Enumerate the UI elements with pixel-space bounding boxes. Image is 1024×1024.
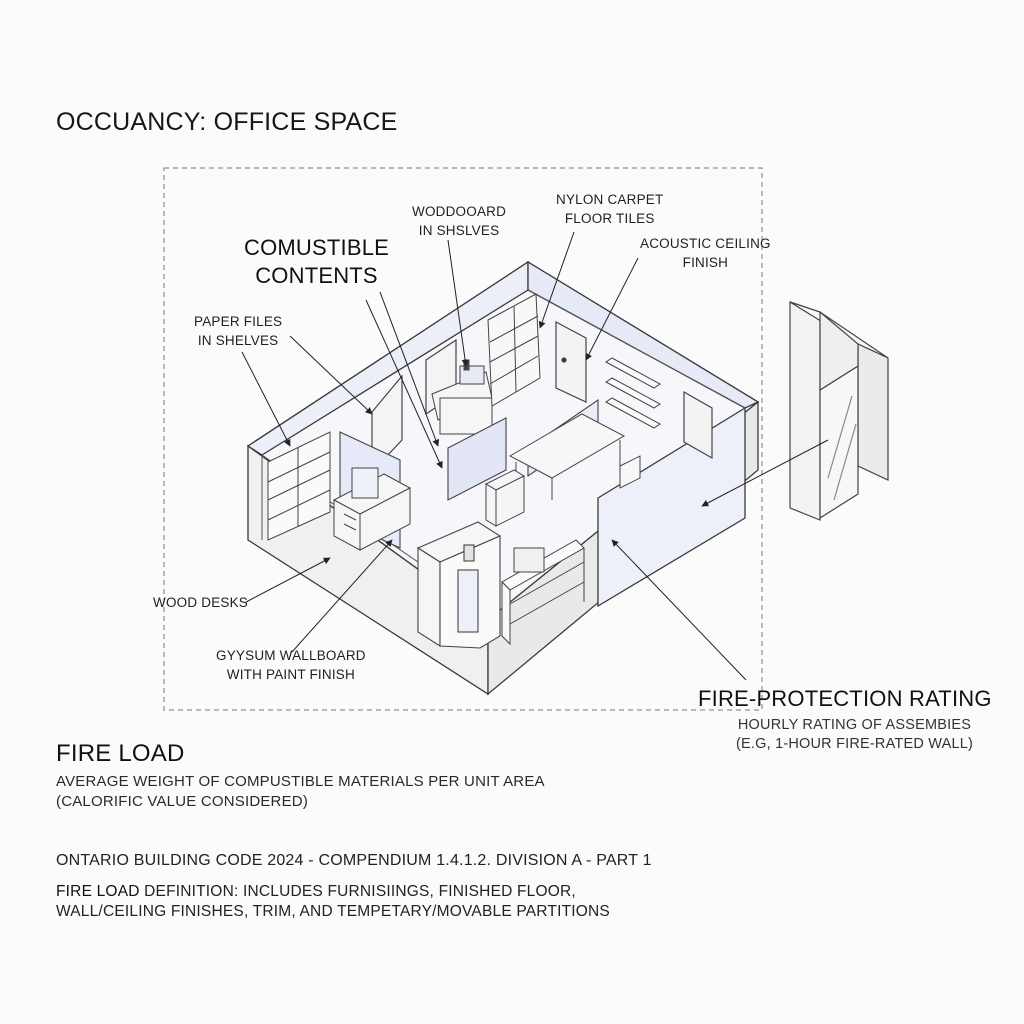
fire-load-description: AVERAGE WEIGHT OF COMPUSTIBLE MATERIALS … [56, 772, 545, 812]
back-desk [431, 359, 493, 435]
file-cabinet [484, 469, 526, 527]
fire-protection-sub-line2: (E.G, 1-HOUR FIRE-RATED WALL) [736, 736, 974, 752]
label-acoustic-ceiling: ACOUSTIC CEILING FINISH [640, 234, 771, 272]
shelving-left [267, 431, 331, 541]
definition-term: FIRE LOAD [56, 883, 140, 900]
label-gypsum-line2: WITH PAINT FINISH [226, 667, 355, 682]
diagram-boundary [163, 167, 763, 711]
definition-line1: FIRE LOAD DEFINITION: INCLUDES FURNISIIN… [56, 882, 610, 902]
door-back-right [555, 321, 713, 460]
label-woodboard-line1: WODDOOARD [412, 204, 507, 219]
label-nylon-carpet: NYLON CARPET FLOOR TILES [556, 190, 663, 228]
label-nylon-line2: FLOOR TILES [564, 211, 655, 226]
label-woodboard-line2: IN SHSLVES [418, 223, 500, 238]
fire-load-desc-line1: AVERAGE WEIGHT OF COMPUSTIBLE MATERIALS … [56, 773, 545, 790]
label-woodboard: WODDOOARD IN SHSLVES [412, 202, 506, 240]
occupancy-title: OCCUANCY: OFFICE SPACE [56, 108, 398, 136]
front-storage-unit [416, 521, 502, 649]
fire-load-desc-line2: (CALORIFIC VALUE CONSIDERED) [56, 793, 309, 810]
fire-protection-title: FIRE-PROTECTION RATING [698, 686, 992, 711]
label-paper-line2: IN SHELVES [197, 333, 279, 348]
fire-load-title: FIRE LOAD [56, 740, 185, 767]
label-combustible-line1: COMUSTIBLE [244, 235, 390, 260]
label-gypsum-wallboard: GYYSUM WALLBOARD WITH PAINT FINISH [216, 646, 366, 684]
fire-protection-subtitle: HOURLY RATING OF ASSEMBIES (E.G, 1-HOUR … [736, 716, 973, 754]
code-reference: ONTARIO BUILDING CODE 2024 - COMPENDIUM … [56, 852, 652, 869]
label-combustible-line2: CONTENTS [255, 263, 378, 288]
desk-workstation [332, 467, 412, 551]
wall-shelves [605, 357, 661, 429]
back-bookshelf [487, 293, 541, 407]
definition-line1-rest: DEFINITION: INCLUDES FURNISIINGS, FINISH… [139, 883, 576, 900]
label-acoustic-line1: ACOUSTIC CEILING [640, 236, 771, 251]
leader-lines [241, 231, 829, 681]
label-combustible-contents: COMUSTIBLE CONTENTS [244, 234, 389, 290]
label-paper-files: PAPER FILES IN SHELVES [194, 312, 282, 350]
label-gypsum-line1: GYYSUM WALLBOARD [216, 648, 366, 663]
fire-protection-sub-line1: HOURLY RATING OF ASSEMBIES [737, 717, 972, 733]
front-shelving [501, 539, 585, 646]
label-acoustic-line2: FINISH [682, 255, 729, 270]
fire-rated-wall-assembly [789, 301, 889, 521]
fire-load-definition: FIRE LOAD DEFINITION: INCLUDES FURNISIIN… [56, 882, 610, 922]
label-wood-desks: WOOD DESKS [153, 595, 249, 610]
label-paper-line1: PAPER FILES [194, 314, 283, 329]
label-nylon-line1: NYLON CARPET [556, 192, 664, 207]
definition-line2: WALL/CEILING FINISHES, TRIM, AND TEMPETA… [56, 903, 610, 920]
center-table [508, 413, 641, 500]
